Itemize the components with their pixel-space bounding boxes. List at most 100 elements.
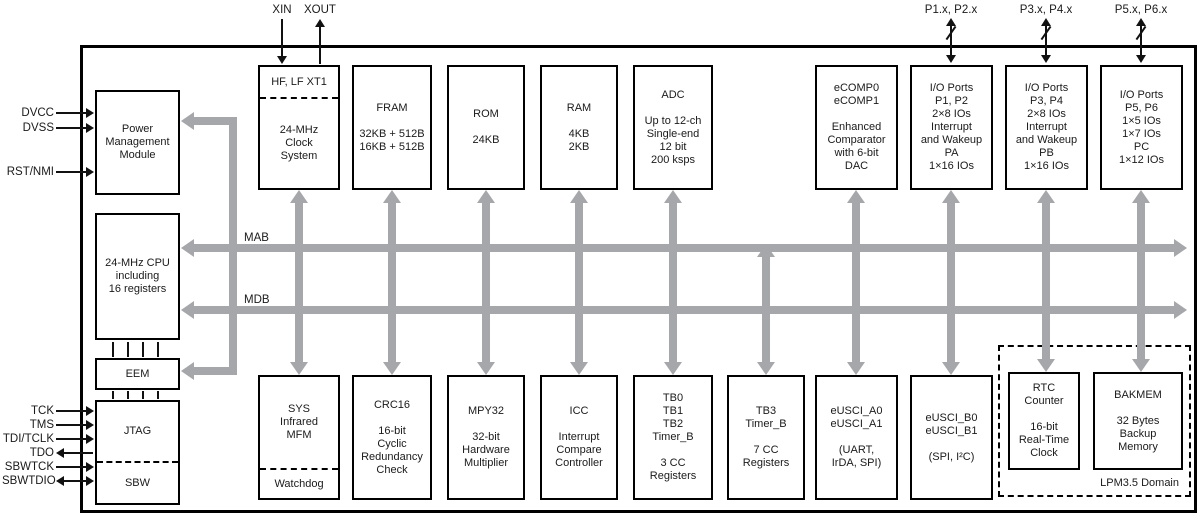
col-ram-icc-arrowhead-top xyxy=(570,190,588,203)
tb0-text-line: TB1 xyxy=(662,405,684,417)
eem-section-0: EEM xyxy=(97,360,178,388)
dvss-line xyxy=(56,127,87,129)
sys-text-line: MFM xyxy=(286,429,312,441)
jtag-section-0: JTAG xyxy=(97,402,178,463)
fram-text-line: 16KB + 512B xyxy=(359,140,425,153)
port-p3-p4-arrowhead-top xyxy=(1041,18,1051,26)
icc-text-line xyxy=(577,418,580,431)
tdi-tclk-arrowhead-in xyxy=(86,434,94,444)
ecomp-text-line: DAC xyxy=(844,160,869,172)
crc16-text-line: Check xyxy=(376,463,408,476)
col-tb3-arrowhead-bottom xyxy=(757,362,775,375)
col-adc-tb0-arrowhead-bottom xyxy=(664,362,682,375)
mab-bus-bar xyxy=(191,244,1177,252)
adc-text-line xyxy=(671,102,674,115)
eusci-a-text-line: IrDA, SPI) xyxy=(831,457,882,469)
col-clock-sys-arrowhead-bottom xyxy=(290,362,308,375)
port-p1-p2-line xyxy=(950,25,952,57)
io56-text-line: 1×7 IOs xyxy=(1122,127,1161,140)
col-fram-crc16-arrowhead-bottom xyxy=(383,362,401,375)
io34-text-line: 1×16 IOs xyxy=(1024,160,1069,172)
ram-text-line xyxy=(577,115,580,128)
rtc-text-line: Clock xyxy=(1030,447,1058,459)
crc16-text-line: 16-bit xyxy=(378,424,406,437)
port-p5-p6-arrowhead-bottom xyxy=(1136,55,1146,63)
eusci-b-text-line: eUSCI_B1 xyxy=(925,424,978,437)
ram-text-line: 2KB xyxy=(568,140,590,153)
mdb-bus-bar xyxy=(191,306,1177,314)
mdb-bus-label: MDB xyxy=(244,294,270,306)
icc-text-line: Controller xyxy=(555,457,603,469)
rtc-text-line: 16-bit xyxy=(1030,421,1058,433)
cpu-text-line: 24-MHz CPU xyxy=(105,257,170,269)
tb0-text-line: 3 CC xyxy=(660,457,686,469)
ecomp-text-line: eCOMP0 xyxy=(833,82,880,94)
clock-text-line: 24-MHz xyxy=(279,124,319,136)
rtc-text-line: Counter xyxy=(1024,395,1064,407)
rom-text-line xyxy=(484,121,487,134)
rst-nmi-line xyxy=(56,171,87,173)
xout-line xyxy=(319,26,321,64)
tb0-text-line: Registers xyxy=(649,470,697,482)
ecomp-text-line: with 6-bit xyxy=(834,147,879,159)
jtag-text-line: SBW xyxy=(124,476,151,489)
tdi-tclk-label: TDI/TCLK xyxy=(2,433,54,445)
sbwtdio-label: SBWTDIO xyxy=(2,475,56,487)
col-ecomp-eusci-a-arrowhead-top xyxy=(847,190,865,203)
jtag-text-line: JTAG xyxy=(123,425,152,437)
cpu-eem-tick-1 xyxy=(127,342,129,357)
bakmem-text-line: BAKMEM xyxy=(1114,388,1162,401)
dvcc-label: DVCC xyxy=(21,107,54,119)
col-io34-rtc-bar xyxy=(1042,200,1050,362)
ram-text-line: 4KB xyxy=(568,127,590,140)
tck-line xyxy=(56,410,87,412)
clock-text-line: HF, LF XT1 xyxy=(271,75,327,88)
bakmem-text-line: 32 Bytes xyxy=(1116,414,1160,427)
col-io56-bakmem-arrowhead-top xyxy=(1132,190,1150,203)
ecomp-text-line: Comparator xyxy=(827,134,886,146)
tb3-text-line xyxy=(764,431,767,444)
eusci-a-text-line: eUSCI_A1 xyxy=(830,418,883,430)
tms-line xyxy=(56,424,87,426)
sys-section-1: Watchdog xyxy=(260,470,338,498)
fram-text-line: 32KB + 512B xyxy=(359,127,425,140)
ram-text-line: RAM xyxy=(566,101,592,114)
sys-text-line: SYS xyxy=(287,403,310,415)
ecomp-text-line xyxy=(855,108,858,121)
col-rom-mpy32-arrowhead-bottom xyxy=(477,362,495,375)
icc-text-line: ICC xyxy=(569,405,589,417)
chip-outline xyxy=(80,45,1197,513)
block-jtag: JTAG SBW xyxy=(95,400,180,505)
clock-text-line: System xyxy=(280,150,318,162)
io34-text-line: P3, P4 xyxy=(1029,95,1064,107)
pmm-eem-trunk-bar xyxy=(229,117,237,371)
tb3-text-line: Timer_B xyxy=(745,418,787,430)
tck-label: TCK xyxy=(31,405,54,417)
xin-arrowhead xyxy=(277,56,287,64)
adc-text-line: 12 bit xyxy=(659,140,687,153)
pmm-text-line: Power xyxy=(121,123,154,135)
sbwtdio-arrowhead-in xyxy=(86,476,94,486)
